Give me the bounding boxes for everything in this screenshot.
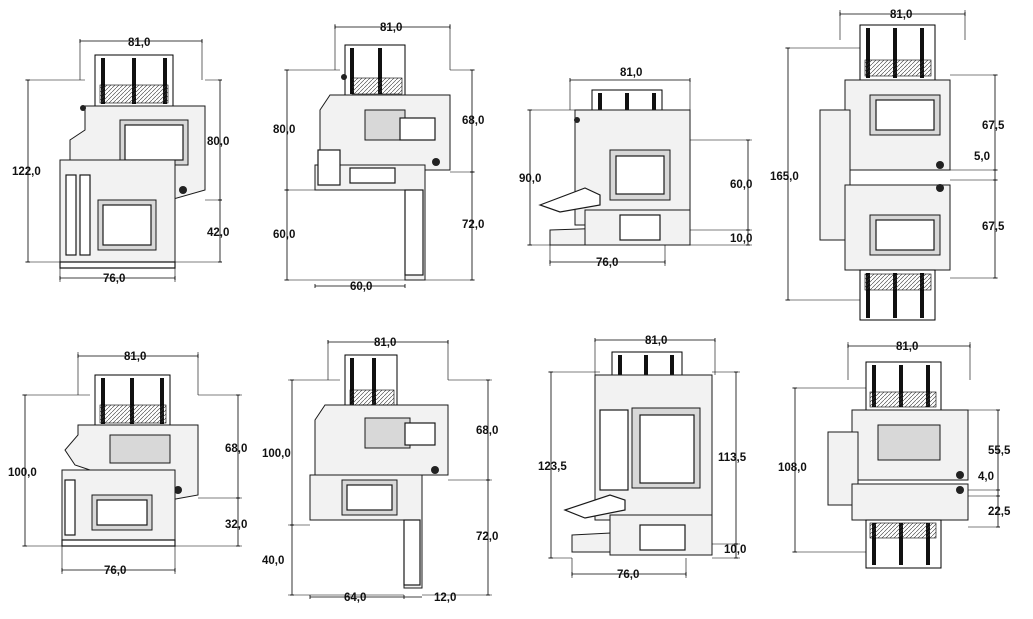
dimension-label: 80,0 (207, 136, 229, 148)
dimension-label: 68,0 (476, 425, 498, 437)
glass-pane (94, 54, 174, 108)
dimension-label: 81,0 (896, 341, 918, 353)
dimension-label: 81,0 (380, 22, 402, 34)
dimension-label: 108,0 (778, 462, 807, 474)
mullion-profile (827, 409, 969, 521)
dimension-label: 72,0 (476, 531, 498, 543)
dimension-label: 12,0 (434, 592, 456, 604)
dimension-label: 165,0 (770, 171, 799, 183)
frame-profile (309, 474, 423, 589)
glass-pane (94, 374, 171, 428)
glass-pane-top (865, 361, 942, 411)
sash-profile (314, 404, 449, 476)
dimension-label: 68,0 (225, 443, 247, 455)
section-2: 81,0 80,0 68,0 72,0 60,0 60,0 (273, 22, 484, 293)
dimension-label: 32,0 (225, 519, 247, 531)
section-6: 81,0 100,0 40,0 68,0 72,0 64,0 12,0 (262, 337, 498, 604)
glass-pane-bottom (865, 519, 942, 569)
dimension-label: 40,0 (262, 555, 284, 567)
dimension-label: 122,0 (12, 166, 41, 178)
dimension-label: 81,0 (124, 351, 146, 363)
mullion-profile (819, 79, 951, 271)
glass-pane (344, 44, 406, 98)
dimension-label: 55,5 (988, 445, 1011, 457)
section-5: 81,0 100,0 68,0 32,0 76,0 (8, 351, 247, 577)
sill-profile (538, 187, 691, 246)
dimension-label: 67,5 (982, 221, 1005, 233)
sash-profile (64, 424, 199, 501)
dimension-label: 100,0 (262, 448, 291, 460)
sash-profile (319, 74, 451, 171)
dimension-label: 90,0 (519, 173, 541, 185)
dimension-label: 72,0 (462, 219, 484, 231)
dimension-label: 68,0 (462, 115, 484, 127)
sash-profile (594, 374, 713, 539)
dimension-label: 5,0 (974, 151, 990, 163)
frame-profile (314, 149, 426, 281)
dimension-label: 81,0 (890, 9, 912, 21)
dimension-label: 10,0 (730, 233, 752, 245)
dimension-label: 67,5 (982, 120, 1005, 132)
sill-profile (563, 494, 713, 556)
dimension-label: 100,0 (8, 467, 37, 479)
dimension-label: 22,5 (988, 506, 1011, 518)
dimension-label: 64,0 (344, 592, 366, 604)
dimension-label: 81,0 (374, 337, 396, 349)
frame-profile (59, 105, 187, 269)
glass-pane (344, 354, 398, 411)
section-1: 81,0 122,0 80,0 42,0 76,0 (12, 37, 229, 285)
dimension-label: 60,0 (350, 281, 372, 293)
dimension-label: 81,0 (128, 37, 150, 49)
dimension-label: 81,0 (645, 335, 667, 347)
glass-pane-top (859, 24, 936, 81)
dimension-label: 76,0 (596, 257, 618, 269)
dimension-label: 76,0 (104, 565, 126, 577)
dimension-label: 60,0 (273, 229, 295, 241)
dimension-label: 76,0 (617, 569, 639, 581)
dimension-label: 80,0 (273, 124, 295, 136)
section-7: 81,0 123,5 113,5 10,0 76,0 (538, 335, 747, 581)
dimension-label: 60,0 (730, 179, 752, 191)
dimension-label: 10,0 (724, 544, 746, 556)
dimension-label: 113,5 (718, 452, 747, 464)
section-4: 81,0 165,0 67,5 5,0 67,5 (770, 9, 1005, 321)
glass-pane-bottom (859, 269, 936, 321)
frame-profile (61, 469, 176, 547)
section-3: 81,0 90,0 60,0 10,0 76,0 (519, 67, 752, 269)
dimension-label: 81,0 (620, 67, 642, 79)
dimension-label: 123,5 (538, 461, 567, 473)
section-8: 81,0 108,0 55,5 4,0 22,5 (778, 341, 1011, 569)
sash-profile (574, 109, 691, 231)
dimension-label: 4,0 (978, 471, 994, 483)
dimension-label: 76,0 (103, 273, 125, 285)
dimension-label: 42,0 (207, 227, 229, 239)
